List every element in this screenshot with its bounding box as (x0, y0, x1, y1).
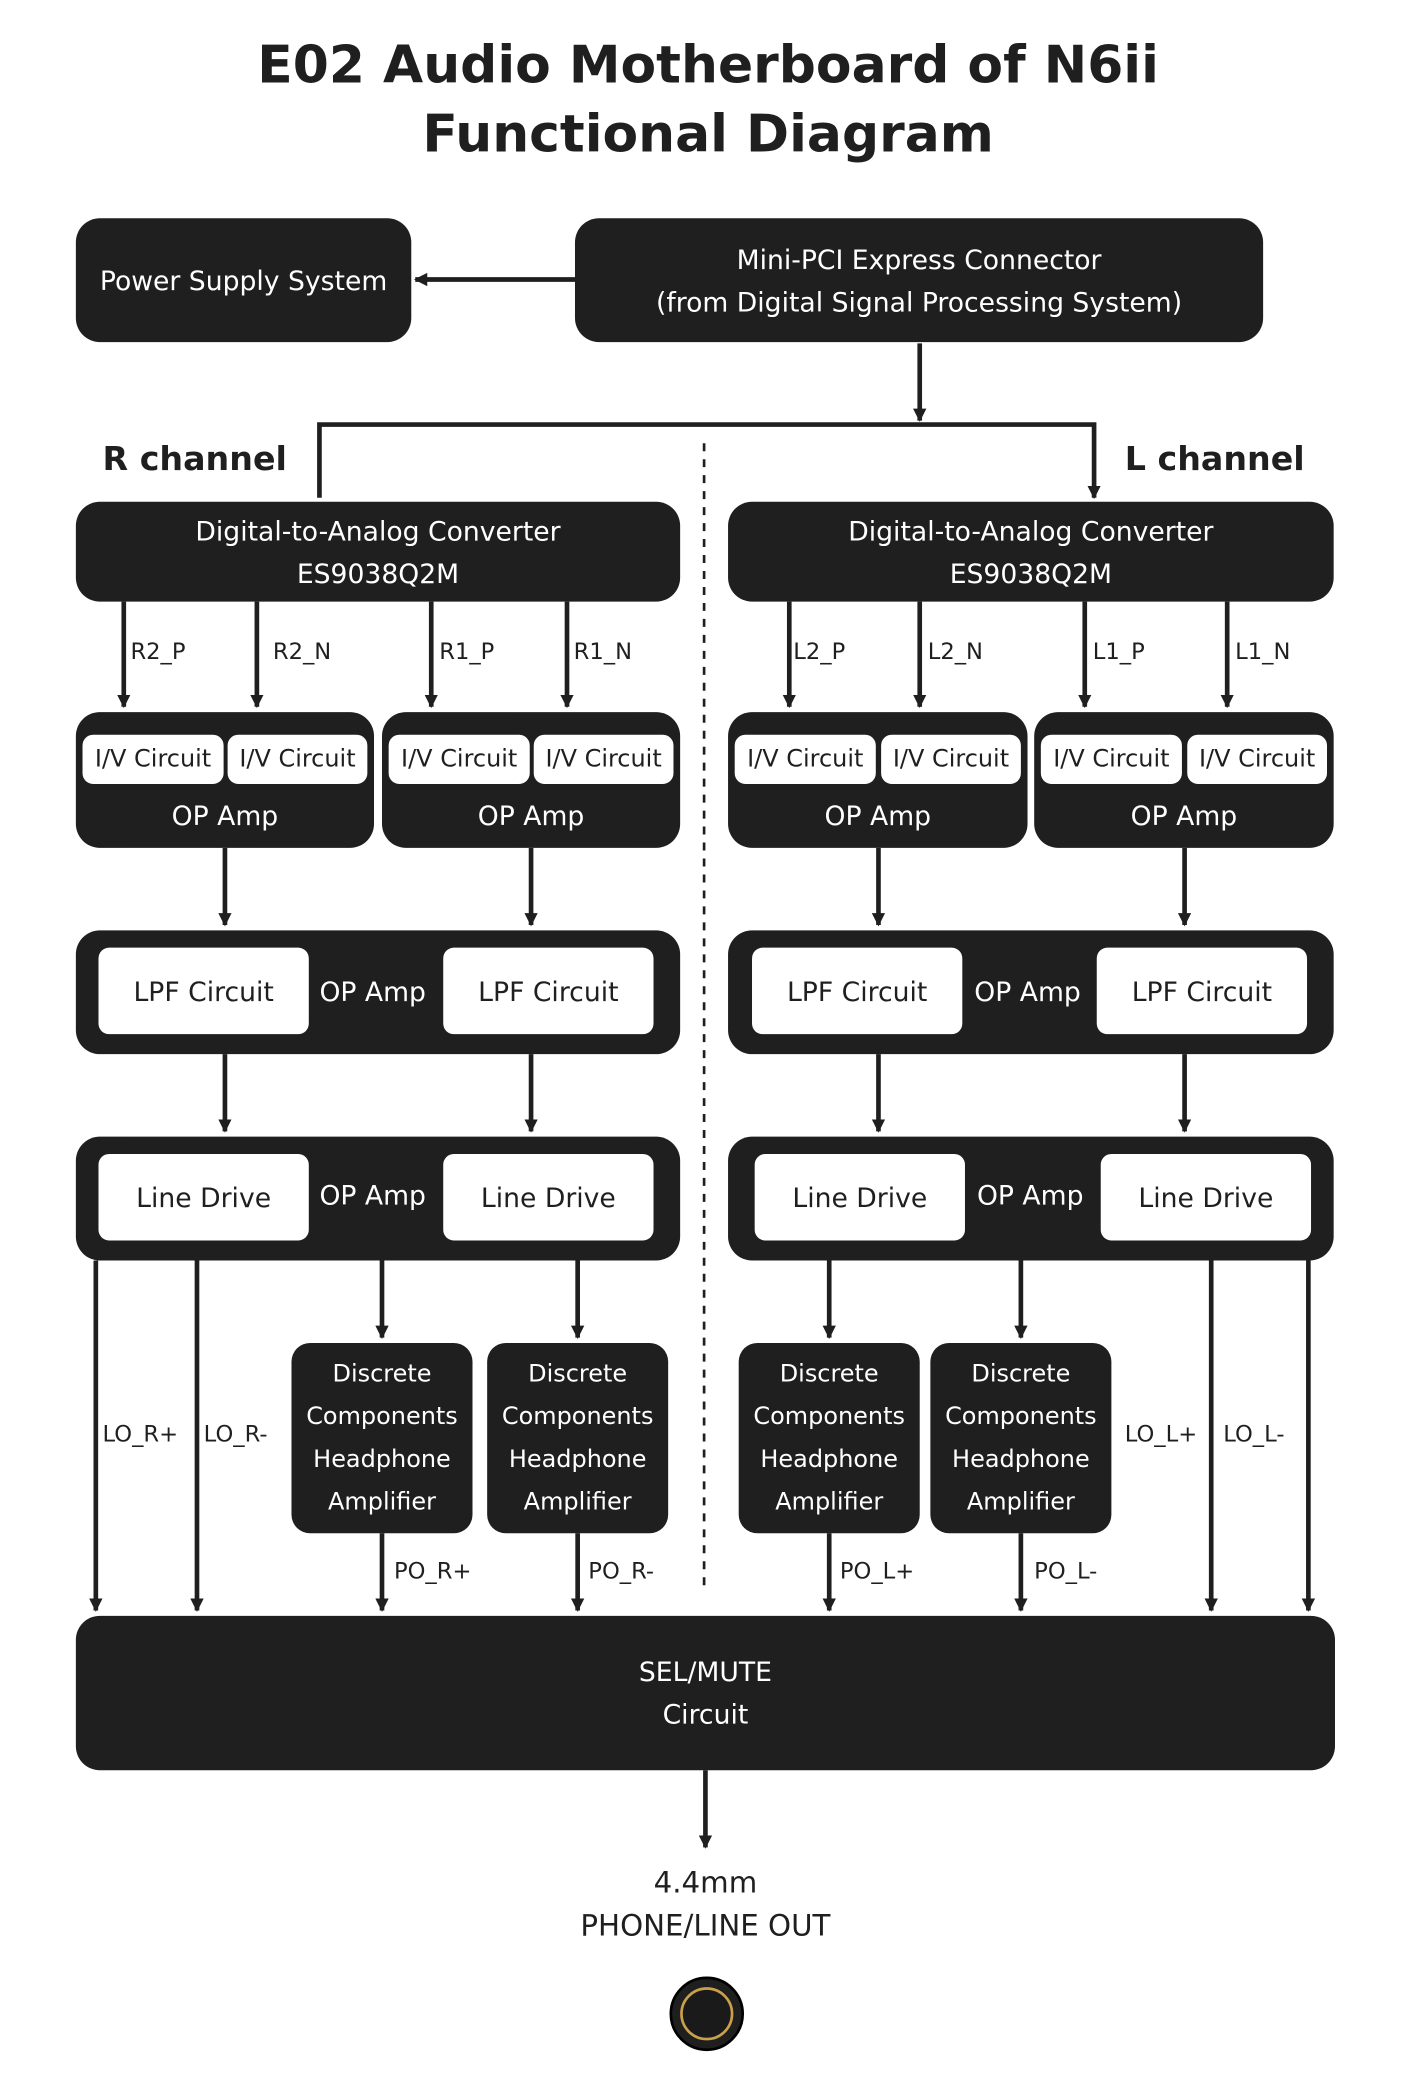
sel-mute-line-2: Circuit (662, 1698, 749, 1731)
sel-mute-line-1: SEL/MUTE (638, 1655, 772, 1688)
l-channel-label: L channel (1124, 439, 1305, 478)
iv-circuit-block: I/V Circuit (227, 734, 368, 784)
hp-line-4: Amplifier (328, 1487, 436, 1516)
line-drive-block: Line Drive (98, 1153, 309, 1241)
line-drive-block: Line Drive (754, 1153, 965, 1241)
title-line-1: E02 Audio Motherboard of N6ii (257, 35, 1159, 96)
op-amp-label: OP Amp (1130, 799, 1238, 832)
iv-stage-r1: I/V Circuit I/V Circuit OP Amp (381, 712, 681, 848)
op-amp-label: OP Amp (824, 799, 932, 832)
signal-r2p: R2_P (130, 638, 186, 666)
title-line-2: Functional Diagram (422, 105, 994, 166)
hp-line-2: Components (945, 1402, 1097, 1431)
lpf-stage-r: LPF Circuit OP Amp LPF Circuit (75, 930, 681, 1055)
op-amp-label: OP Amp (974, 975, 1081, 1008)
mini-pci-connector-block: Mini-PCI Express Connector (from Digital… (574, 218, 1264, 343)
signal-r2n: R2_N (272, 638, 332, 666)
lpf-circuit-block: LPF Circuit (443, 947, 654, 1035)
hp-line-4: Amplifier (775, 1487, 884, 1516)
output-line-2: PHONE/LINE OUT (580, 1909, 831, 1944)
output-line-1: 4.4mm (653, 1867, 758, 1901)
hp-line-1: Discrete (528, 1359, 628, 1388)
hp-line-4: Amplifier (966, 1487, 1075, 1516)
lpf-stage-l: LPF Circuit OP Amp LPF Circuit (728, 930, 1334, 1055)
hp-line-2: Components (306, 1402, 458, 1431)
dac-r-line-2: ES9038Q2M (296, 557, 460, 589)
dac-block-l: Digital-to-Analog Converter ES9038Q2M (728, 501, 1334, 602)
dac-r-line-1: Digital-to-Analog Converter (195, 514, 561, 547)
headphone-jack-icon (669, 1976, 745, 2052)
op-amp-label: OP Amp (976, 1179, 1084, 1212)
op-amp-label: OP Amp (319, 975, 426, 1008)
hp-line-3: Headphone (952, 1444, 1090, 1473)
label-lo-l-minus: LO_L- (1223, 1421, 1285, 1449)
dac-l-line-2: ES9038Q2M (949, 557, 1113, 589)
label-po-r-minus: PO_R- (588, 1558, 655, 1586)
page-title: E02 Audio Motherboard of N6ii Functional… (0, 32, 1416, 170)
iv-circuit-block: I/V Circuit (82, 734, 224, 784)
lpf-circuit-block: LPF Circuit (752, 947, 963, 1035)
hp-line-1: Discrete (971, 1359, 1071, 1388)
op-amp-label: OP Amp (171, 799, 279, 832)
signal-l1n: L1_N (1235, 638, 1291, 666)
headphone-amp-r-plus: Discrete Components Headphone Amplifier (291, 1342, 473, 1534)
iv-stage-l2: I/V Circuit I/V Circuit OP Amp (728, 712, 1028, 848)
label-lo-r-minus: LO_R- (203, 1421, 268, 1449)
headphone-amp-l-minus: Discrete Components Headphone Amplifier (930, 1342, 1112, 1534)
connector-line-1: Mini-PCI Express Connector (736, 242, 1102, 275)
hp-line-4: Amplifier (523, 1487, 632, 1516)
iv-circuit-block: I/V Circuit (1187, 734, 1328, 784)
hp-line-3: Headphone (760, 1444, 899, 1473)
output-jack-label: 4.4mm PHONE/LINE OUT (506, 1863, 905, 1948)
label-po-r-plus: PO_R+ (393, 1558, 472, 1586)
hp-line-1: Discrete (332, 1359, 432, 1388)
signal-r1n: R1_N (573, 638, 633, 666)
hp-line-3: Headphone (508, 1444, 647, 1473)
signal-l2p: L2_P (793, 638, 846, 666)
op-amp-label: OP Amp (319, 1179, 426, 1212)
connector-line-2: (from Digital Signal Processing System) (655, 285, 1183, 318)
iv-circuit-block: I/V Circuit (1040, 734, 1182, 784)
iv-circuit-block: I/V Circuit (533, 734, 674, 784)
line-drive-block: Line Drive (443, 1153, 654, 1241)
dac-block-r: Digital-to-Analog Converter ES9038Q2M (75, 501, 681, 602)
dac-l-line-1: Digital-to-Analog Converter (848, 514, 1214, 547)
iv-stage-r2: I/V Circuit I/V Circuit OP Amp (75, 712, 375, 848)
power-supply-label: Power Supply System (99, 264, 388, 297)
headphone-amp-l-plus: Discrete Components Headphone Amplifier (738, 1342, 920, 1534)
label-lo-l-plus: LO_L+ (1124, 1421, 1198, 1449)
iv-circuit-block: I/V Circuit (388, 734, 530, 784)
line-drive-stage-r: Line Drive OP Amp Line Drive (75, 1136, 681, 1261)
hp-line-1: Discrete (779, 1359, 879, 1388)
power-supply-block: Power Supply System (75, 218, 412, 343)
line-drive-stage-l: Line Drive OP Amp Line Drive (728, 1136, 1334, 1261)
lpf-circuit-block: LPF Circuit (1096, 947, 1308, 1035)
iv-circuit-block: I/V Circuit (734, 734, 876, 784)
iv-circuit-block: I/V Circuit (881, 734, 1021, 784)
hp-line-2: Components (753, 1402, 905, 1431)
headphone-amp-r-minus: Discrete Components Headphone Amplifier (487, 1342, 669, 1534)
signal-l1p: L1_P (1092, 638, 1145, 666)
signal-l2n: L2_N (927, 638, 983, 666)
label-po-l-minus: PO_L- (1034, 1558, 1098, 1586)
op-amp-label: OP Amp (477, 799, 585, 832)
r-channel-label: R channel (102, 439, 287, 478)
label-lo-r-plus: LO_R+ (102, 1421, 179, 1449)
line-drive-block: Line Drive (1100, 1153, 1312, 1241)
lpf-circuit-block: LPF Circuit (98, 947, 309, 1035)
signal-r1p: R1_P (439, 638, 495, 666)
label-po-l-plus: PO_L+ (839, 1558, 915, 1586)
sel-mute-block: SEL/MUTE Circuit (75, 1615, 1335, 1771)
hp-line-2: Components (501, 1402, 654, 1431)
hp-line-3: Headphone (313, 1444, 451, 1473)
iv-stage-l1: I/V Circuit I/V Circuit OP Amp (1034, 712, 1334, 848)
